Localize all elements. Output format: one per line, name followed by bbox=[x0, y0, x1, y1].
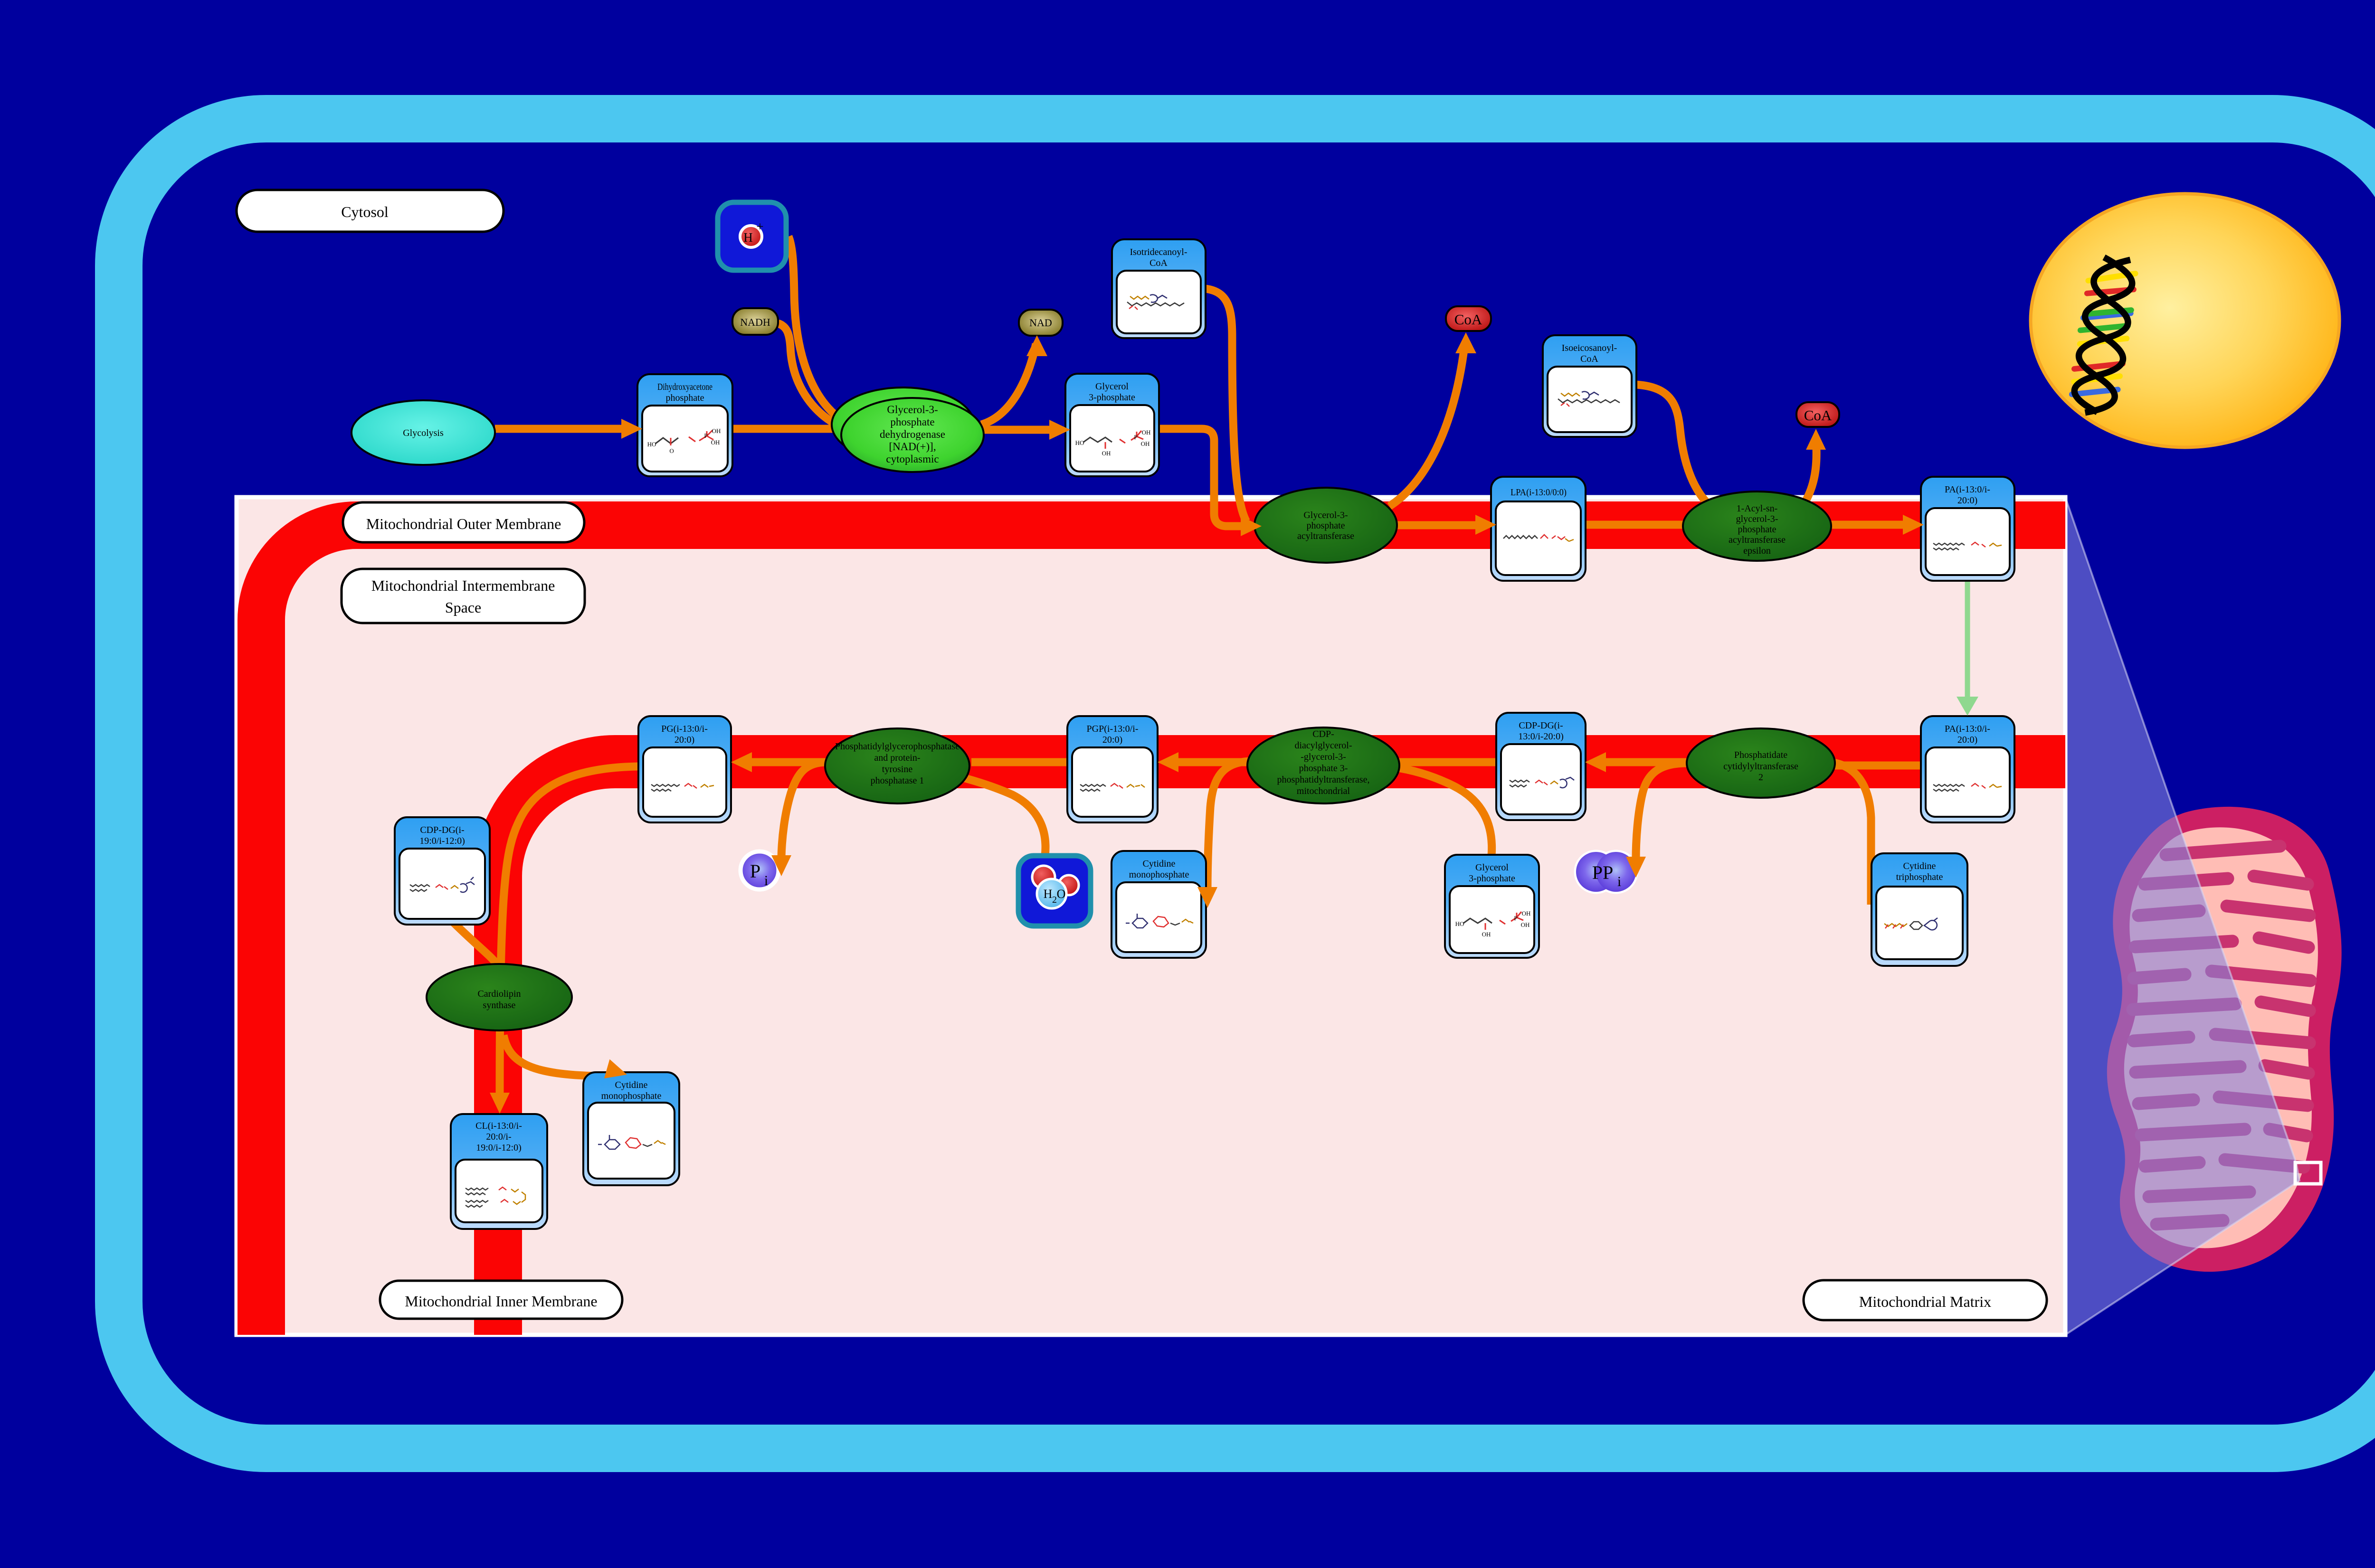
svg-text:OH: OH bbox=[1521, 921, 1530, 928]
svg-text:H: H bbox=[1044, 887, 1053, 901]
svg-text:OH: OH bbox=[1141, 440, 1150, 447]
svg-text:3-phosphate: 3-phosphate bbox=[1469, 873, 1515, 884]
svg-text:cytidylyltransferase: cytidylyltransferase bbox=[1723, 761, 1798, 772]
svg-text:PP: PP bbox=[1592, 862, 1614, 883]
svg-text:phosphate: phosphate bbox=[890, 416, 934, 428]
svg-text:mitochondrial: mitochondrial bbox=[1297, 786, 1350, 796]
svg-text:20:0/i-: 20:0/i- bbox=[486, 1132, 511, 1142]
svg-text:OH: OH bbox=[1522, 910, 1531, 917]
svg-text:i: i bbox=[764, 873, 768, 888]
svg-text:i: i bbox=[1617, 874, 1621, 889]
svg-text:Mitochondrial Inner Membrane: Mitochondrial Inner Membrane bbox=[405, 1293, 597, 1310]
svg-text:acyltransferase: acyltransferase bbox=[1297, 531, 1354, 541]
svg-text:synthase: synthase bbox=[483, 1000, 516, 1011]
svg-text:tyrosine: tyrosine bbox=[882, 764, 913, 775]
svg-text:Glycerol: Glycerol bbox=[1475, 862, 1509, 873]
svg-text:CDP-DG(i-: CDP-DG(i- bbox=[1519, 720, 1563, 731]
svg-text:13:0/i-20:0): 13:0/i-20:0) bbox=[1518, 731, 1564, 742]
svg-text:HO: HO bbox=[1075, 439, 1084, 446]
svg-text:Glycerol-3-: Glycerol-3- bbox=[887, 404, 938, 416]
svg-text:diacylglycerol-: diacylglycerol- bbox=[1294, 740, 1352, 751]
svg-text:phosphate: phosphate bbox=[1306, 520, 1345, 531]
svg-text:P: P bbox=[704, 432, 707, 439]
svg-text:20:0): 20:0) bbox=[1102, 735, 1122, 745]
svg-text:Dihydroxyacetone: Dihydroxyacetone bbox=[657, 382, 712, 392]
svg-text:phosphate 3-: phosphate 3- bbox=[1299, 763, 1348, 774]
svg-text:NADH: NADH bbox=[740, 316, 770, 328]
svg-text:Cytidine: Cytidine bbox=[615, 1080, 648, 1090]
svg-text:phosphate: phosphate bbox=[665, 393, 704, 403]
svg-text:Isotridecanoyl-: Isotridecanoyl- bbox=[1130, 247, 1187, 257]
svg-text:20:0): 20:0) bbox=[1957, 495, 1977, 506]
svg-text:CoA: CoA bbox=[1454, 311, 1482, 328]
svg-text:dehydrogenase: dehydrogenase bbox=[880, 428, 945, 440]
svg-text:3-phosphate: 3-phosphate bbox=[1089, 392, 1135, 403]
svg-text:P: P bbox=[750, 860, 760, 882]
svg-text:1-Acyl-sn-: 1-Acyl-sn- bbox=[1737, 503, 1778, 514]
svg-text:acyltransferase: acyltransferase bbox=[1729, 535, 1786, 545]
svg-text:CDP-DG(i-: CDP-DG(i- bbox=[420, 825, 464, 835]
svg-text:monophosphate: monophosphate bbox=[1129, 869, 1189, 880]
svg-text:2: 2 bbox=[1758, 772, 1763, 783]
svg-text:LPA(i-13:0/0:0): LPA(i-13:0/0:0) bbox=[1510, 487, 1567, 498]
svg-text:19:0/i-12:0): 19:0/i-12:0) bbox=[419, 836, 465, 846]
svg-text:Space: Space bbox=[445, 599, 481, 616]
svg-text:HO: HO bbox=[1455, 920, 1464, 927]
svg-text:O: O bbox=[669, 447, 674, 454]
svg-text:CoA: CoA bbox=[1580, 354, 1598, 364]
svg-text:Mitochondrial Matrix: Mitochondrial Matrix bbox=[1859, 1293, 1991, 1310]
svg-text:OH: OH bbox=[1142, 429, 1151, 436]
svg-text:OH: OH bbox=[1102, 450, 1111, 457]
svg-text:CDP-: CDP- bbox=[1312, 729, 1334, 739]
svg-text:NAD: NAD bbox=[1029, 317, 1052, 329]
svg-text:Glycerol-3-: Glycerol-3- bbox=[1303, 510, 1348, 520]
svg-text:PA(i-13:0/i-: PA(i-13:0/i- bbox=[1945, 724, 1990, 734]
svg-text:+: + bbox=[756, 219, 763, 234]
svg-text:Cytidine: Cytidine bbox=[1143, 859, 1176, 869]
svg-text:OH: OH bbox=[712, 427, 721, 435]
svg-text:Cytosol: Cytosol bbox=[341, 203, 389, 220]
svg-text:PG(i-13:0/i-: PG(i-13:0/i- bbox=[661, 724, 708, 734]
svg-text:2: 2 bbox=[1052, 895, 1057, 905]
svg-text:Mitochondrial Outer Membrane: Mitochondrial Outer Membrane bbox=[366, 515, 561, 532]
svg-text:19:0/i-12:0): 19:0/i-12:0) bbox=[476, 1143, 522, 1153]
svg-text:H: H bbox=[743, 230, 753, 245]
svg-text:O: O bbox=[1057, 887, 1066, 901]
svg-text:CoA: CoA bbox=[1804, 407, 1832, 424]
svg-text:and protein-: and protein- bbox=[874, 753, 920, 763]
svg-text:CoA: CoA bbox=[1150, 258, 1168, 268]
svg-text:epsilon: epsilon bbox=[1743, 546, 1771, 556]
svg-text:OH: OH bbox=[1482, 931, 1491, 938]
svg-text:-glycerol-3-: -glycerol-3- bbox=[1301, 752, 1346, 762]
svg-text:Isoeicosanoyl-: Isoeicosanoyl- bbox=[1562, 343, 1617, 353]
svg-text:phosphate: phosphate bbox=[1738, 524, 1776, 535]
svg-text:Phosphatidate: Phosphatidate bbox=[1734, 750, 1787, 760]
svg-text:20:0): 20:0) bbox=[1957, 735, 1977, 745]
svg-text:P: P bbox=[1134, 434, 1137, 441]
svg-text:glycerol-3-: glycerol-3- bbox=[1736, 514, 1778, 524]
svg-text:20:0): 20:0) bbox=[674, 735, 694, 745]
svg-text:Mitochondrial Intermembrane: Mitochondrial Intermembrane bbox=[371, 577, 555, 594]
svg-text:P: P bbox=[1514, 915, 1517, 922]
svg-text:CL(i-13:0/i-: CL(i-13:0/i- bbox=[475, 1121, 522, 1131]
svg-text:Cytidine: Cytidine bbox=[1903, 861, 1936, 871]
svg-text:phosphatase 1: phosphatase 1 bbox=[871, 775, 924, 786]
svg-text:Glycolysis: Glycolysis bbox=[403, 428, 444, 438]
svg-text:PGP(i-13:0/i-: PGP(i-13:0/i- bbox=[1087, 724, 1139, 734]
svg-text:Phosphatidylglycerophosphatase: Phosphatidylglycerophosphatase bbox=[835, 741, 960, 752]
svg-text:cytoplasmic: cytoplasmic bbox=[886, 453, 939, 465]
svg-text:monophosphate: monophosphate bbox=[601, 1091, 662, 1101]
svg-text:OH: OH bbox=[711, 439, 720, 446]
svg-text:[NAD(+)],: [NAD(+)], bbox=[889, 441, 936, 453]
svg-text:phosphatidyltransferase,: phosphatidyltransferase, bbox=[1277, 775, 1370, 785]
svg-text:HO: HO bbox=[647, 441, 656, 448]
svg-text:PA(i-13:0/i-: PA(i-13:0/i- bbox=[1945, 484, 1990, 495]
svg-text:Glycerol: Glycerol bbox=[1095, 381, 1129, 392]
svg-text:triphosphate: triphosphate bbox=[1896, 872, 1943, 882]
svg-text:Cardiolipin: Cardiolipin bbox=[477, 989, 521, 999]
